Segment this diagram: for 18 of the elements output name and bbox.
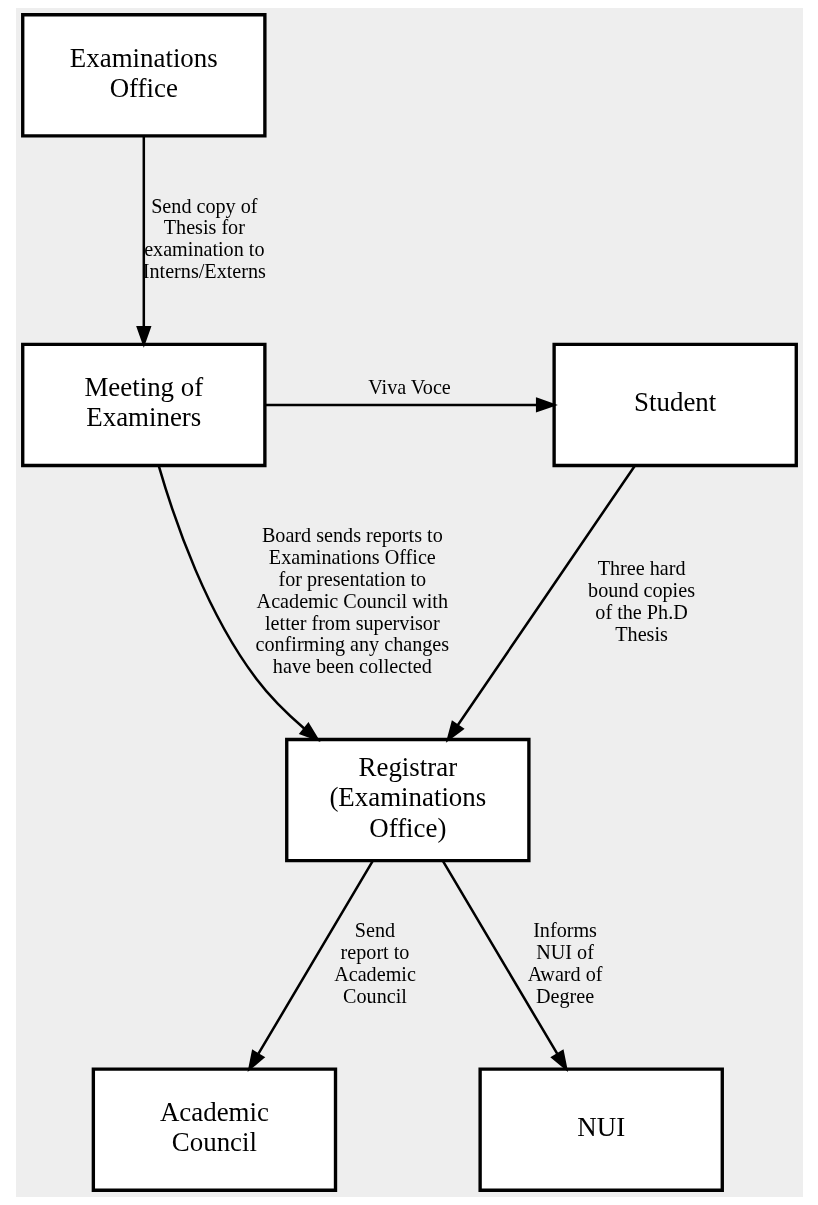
arrow [157, 465, 321, 742]
edge-label: Board sends reports to Examinations Office for presentation to Academic Council with letter from supervisor confirming any changes have been collected [254, 524, 449, 678]
arrow [135, 136, 151, 348]
node-box: Registrar (Examinations Office) [284, 737, 531, 863]
arrow [441, 860, 568, 1073]
edge-label: Three hard bound copies of the Ph.D Thesis [587, 556, 695, 645]
node-box: Examinations Office [20, 13, 267, 138]
node-box: Student [551, 342, 798, 468]
node-box: NUI [477, 1067, 724, 1192]
arrow [247, 860, 374, 1073]
edge-label: Viva Voce [367, 376, 451, 399]
edge-label: Send report to Academic Council [333, 919, 416, 1007]
arrow [264, 397, 558, 413]
edge-label: Send copy of Thesis for examination to Interns/Externs [142, 194, 266, 283]
node-box: Academic Council [91, 1067, 337, 1192]
arrow [445, 464, 636, 743]
edge-label: Informs NUI of Award of Degree [527, 919, 602, 1007]
node-box: Meeting of Examiners [20, 342, 267, 468]
